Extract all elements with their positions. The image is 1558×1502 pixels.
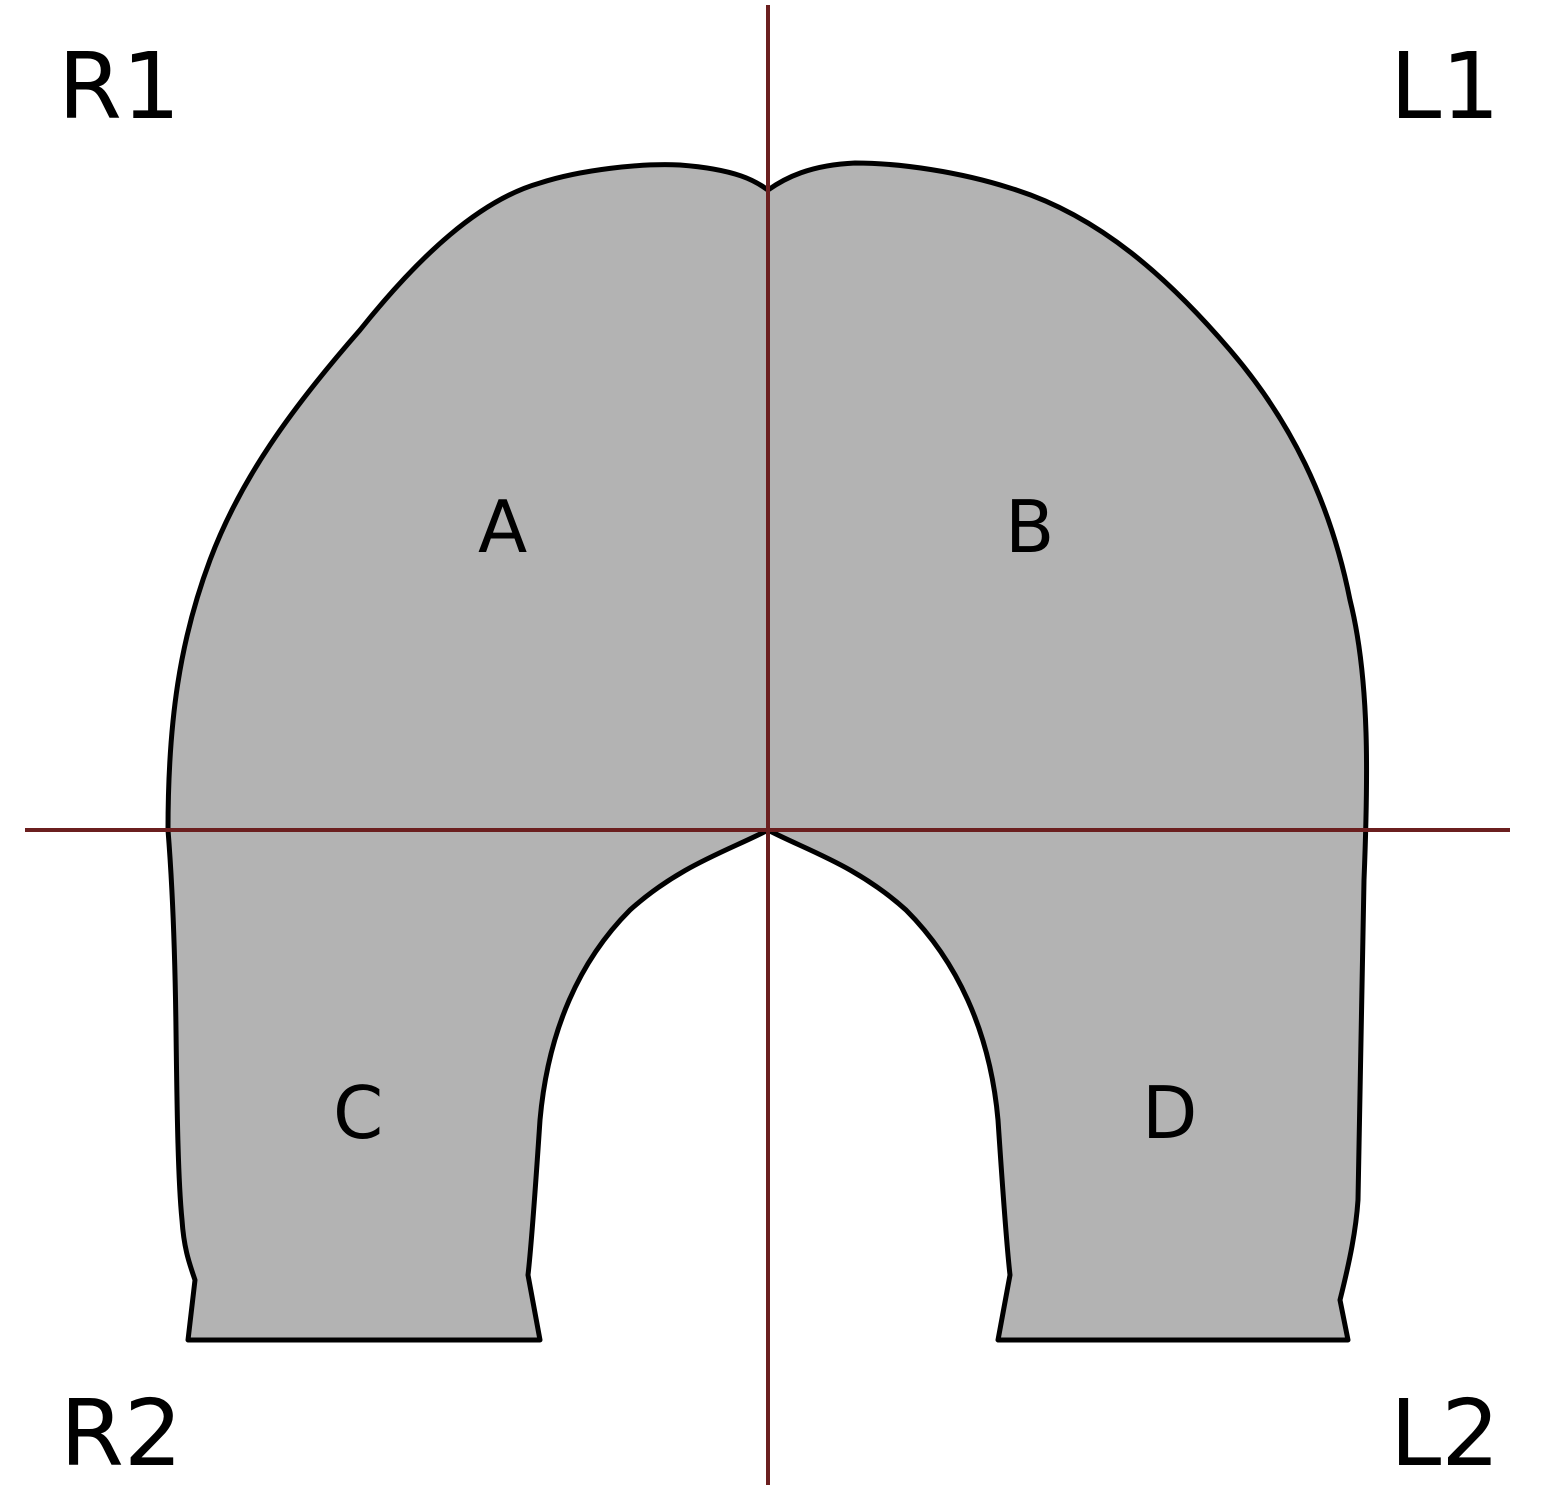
region-label-d: D [1142, 1071, 1197, 1155]
corner-label-bottom-right: L2 [1390, 1380, 1500, 1487]
region-label-c: C [333, 1071, 383, 1155]
corner-label-top-left: R1 [58, 33, 180, 140]
region-label-a: A [478, 485, 527, 569]
region-label-b: B [1005, 485, 1054, 569]
corner-label-bottom-left: R2 [60, 1380, 182, 1487]
corner-label-top-right: L1 [1390, 33, 1500, 140]
